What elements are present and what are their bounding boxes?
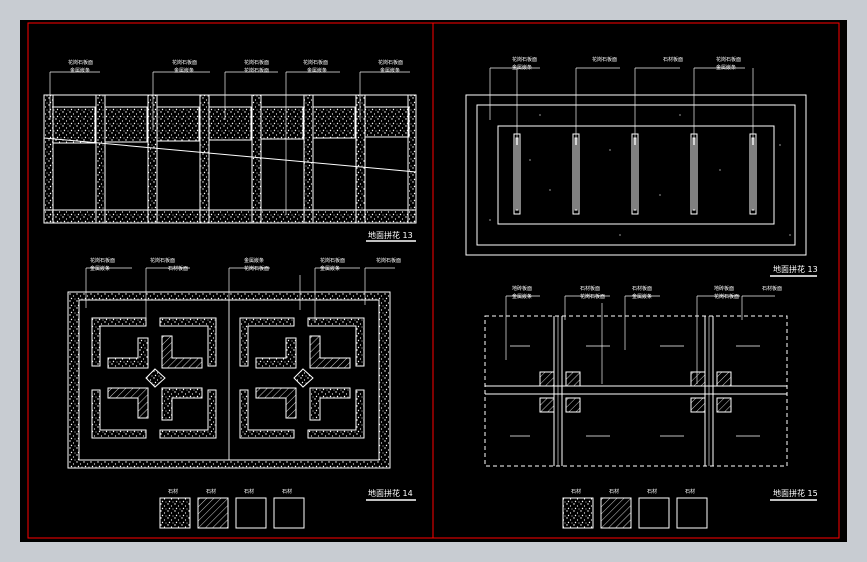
- label: 花岗石板面: [68, 59, 93, 66]
- label: 花岗石板面: [376, 257, 401, 264]
- legend-label: 石材: [244, 488, 254, 495]
- label: 金属嵌条: [174, 67, 194, 74]
- panel-title: 地面拼花 15: [773, 488, 818, 498]
- label: 石材板面: [663, 56, 683, 63]
- legend-label: 石材: [647, 488, 657, 495]
- label: 花岗石板面: [716, 56, 741, 63]
- label: 地砖板面: [714, 285, 734, 292]
- p13a-leader-labels: 花岗石板面 金属嵌条 花岗石板面 金属嵌条 花岗石板面 花岗石板面 花岗石板面 …: [68, 59, 403, 74]
- label: 金属嵌条: [320, 265, 340, 272]
- label: 金属嵌条: [70, 67, 90, 74]
- label: 花岗石板面: [714, 293, 739, 300]
- label: 石材板面: [580, 285, 600, 292]
- label: 花岗石板面: [320, 257, 345, 264]
- label: 花岗石板面: [244, 265, 269, 272]
- label: 金属嵌条: [90, 265, 110, 272]
- label: 石材板面: [762, 285, 782, 292]
- legend: 石材 石材 石材 石材: [159, 488, 305, 529]
- floor-pattern-15: 地砖板面 金属嵌条 石材板面 花岗石板面 石材板面 金属嵌条 地砖板面 花岗石板…: [484, 285, 818, 529]
- label: 金属嵌条: [307, 67, 327, 74]
- label: 金属嵌条: [244, 257, 264, 264]
- label: 金属嵌条: [716, 64, 736, 71]
- label: 花岗石板面: [244, 59, 269, 66]
- legend-label: 石材: [206, 488, 216, 495]
- legend-label: 石材: [168, 488, 178, 495]
- label: 花岗石板面: [90, 257, 115, 264]
- drawing-sheet: 花岗石板面 金属嵌条 花岗石板面 金属嵌条 花岗石板面 花岗石板面 花岗石板面 …: [20, 20, 847, 542]
- floor-pattern-13a: 花岗石板面 金属嵌条 花岗石板面 金属嵌条 花岗石板面 花岗石板面 花岗石板面 …: [43, 59, 417, 242]
- label: 花岗石板面: [512, 56, 537, 63]
- label: 石材板面: [632, 285, 652, 292]
- label: 金属嵌条: [512, 293, 532, 300]
- legend-label: 石材: [282, 488, 292, 495]
- floor-pattern-13b: 花岗石板面 金属嵌条 花岗石板面 石材板面 花岗石板面 金属嵌条 地面拼花 13: [465, 56, 818, 277]
- label: 花岗石板面: [244, 67, 269, 74]
- legend-label: 石材: [609, 488, 619, 495]
- floor-pattern-14: 花岗石板面 金属嵌条 花岗石板面 石材板面 金属嵌条 花岗石板面 花岗石板面 金…: [67, 257, 416, 529]
- legend: 石材 石材 石材 石材: [562, 488, 708, 529]
- label: 花岗石板面: [592, 56, 617, 63]
- label: 金属嵌条: [632, 293, 652, 300]
- label: 花岗石板面: [172, 59, 197, 66]
- label: 花岗石板面: [378, 59, 403, 66]
- label: 花岗石板面: [150, 257, 175, 264]
- drawing-canvas: 花岗石板面 金属嵌条 花岗石板面 金属嵌条 花岗石板面 花岗石板面 花岗石板面 …: [27, 22, 840, 539]
- legend-label: 石材: [571, 488, 581, 495]
- label: 石材板面: [168, 265, 188, 272]
- panel-title: 地面拼花 13: [773, 264, 818, 274]
- label: 花岗石板面: [580, 293, 605, 300]
- label: 金属嵌条: [512, 64, 532, 71]
- panel-title: 地面拼花 14: [368, 488, 413, 498]
- legend-label: 石材: [685, 488, 695, 495]
- label: 金属嵌条: [380, 67, 400, 74]
- label: 地砖板面: [512, 285, 532, 292]
- panel-title: 地面拼花 13: [368, 230, 413, 240]
- label: 花岗石板面: [303, 59, 328, 66]
